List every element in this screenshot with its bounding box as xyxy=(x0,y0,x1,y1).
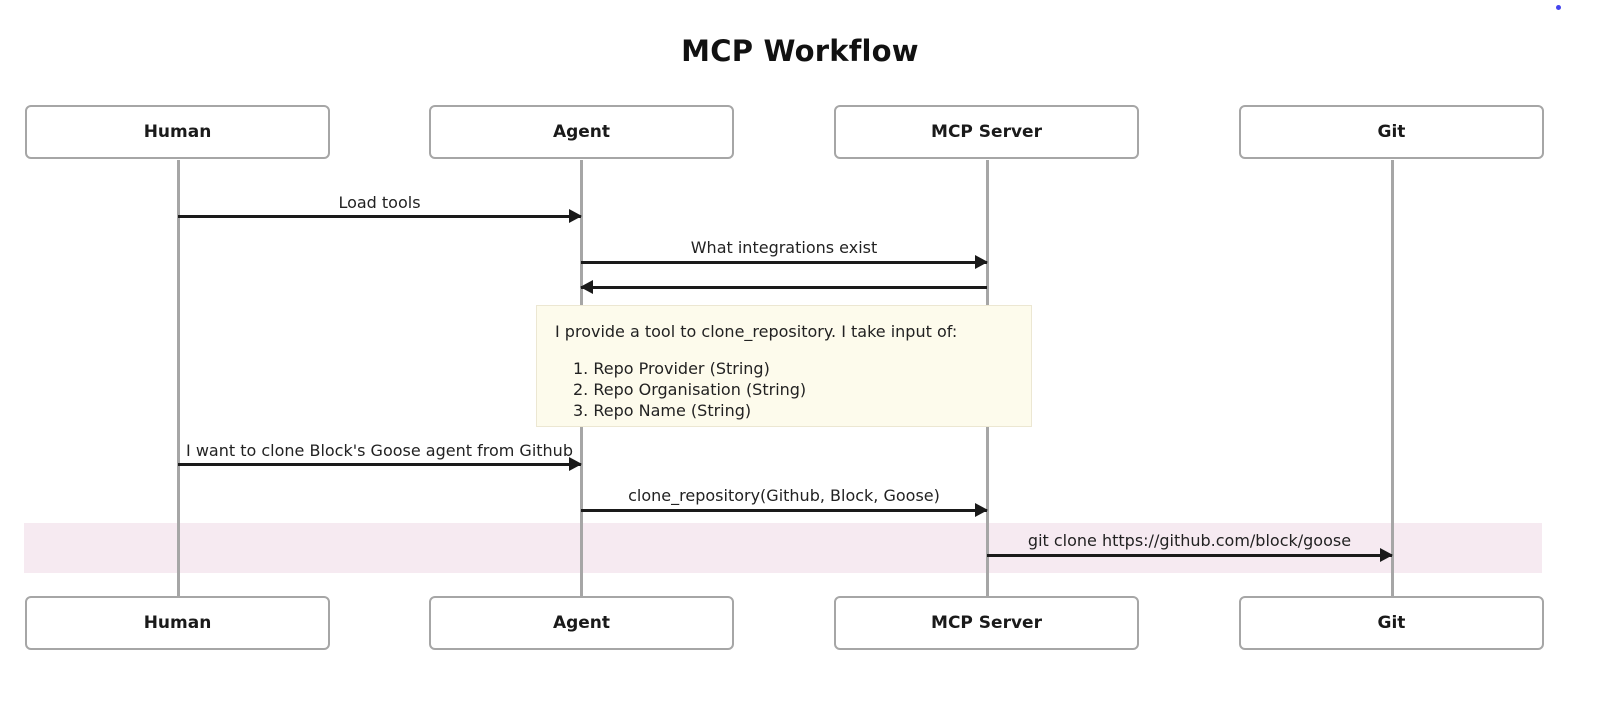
participant-mcp-server-top[interactable]: MCP Server xyxy=(834,105,1139,159)
artifact-dot xyxy=(1556,5,1561,10)
message-arrow-git-clone xyxy=(987,548,1393,562)
participant-human-top[interactable]: Human xyxy=(25,105,330,159)
note-list-item: 3. Repo Name (String) xyxy=(573,401,752,421)
participant-agent-bottom[interactable]: Agent xyxy=(429,596,734,650)
message-arrow-clone-request xyxy=(178,457,582,471)
participant-git-bottom[interactable]: Git xyxy=(1239,596,1544,650)
lifeline-git xyxy=(1391,160,1394,596)
arrowhead-right-icon xyxy=(975,503,988,517)
lifeline-human xyxy=(177,160,180,596)
message-arrow-clone-repository-call xyxy=(581,503,988,517)
note-list-item: 1. Repo Provider (String) xyxy=(573,359,770,378)
message-arrow-return-to-agent xyxy=(580,280,987,294)
participant-label: MCP Server xyxy=(931,613,1042,633)
note-heading: I provide a tool to clone_repository. I … xyxy=(555,322,958,341)
participant-git-top[interactable]: Git xyxy=(1239,105,1544,159)
participant-human-bottom[interactable]: Human xyxy=(25,596,330,650)
arrowhead-right-icon xyxy=(569,457,582,471)
note-clone-repository-tool: I provide a tool to clone_repository. I … xyxy=(536,305,1032,427)
arrowhead-right-icon xyxy=(1380,548,1393,562)
message-arrow-load-tools xyxy=(178,209,582,223)
message-label-what-integrations-exist: What integrations exist xyxy=(690,238,878,257)
message-label-load-tools: Load tools xyxy=(338,193,421,212)
note-list: 1. Repo Provider (String) 2. Repo Organi… xyxy=(555,358,1013,421)
participant-mcp-server-bottom[interactable]: MCP Server xyxy=(834,596,1139,650)
page-title: MCP Workflow xyxy=(681,34,919,68)
participant-label: MCP Server xyxy=(931,122,1042,142)
participant-label: Git xyxy=(1377,122,1406,142)
arrowhead-left-icon xyxy=(580,280,593,294)
message-label-clone-request: I want to clone Block's Goose agent from… xyxy=(186,441,573,460)
participant-label: Git xyxy=(1377,613,1406,633)
arrowhead-right-icon xyxy=(569,209,582,223)
message-label-git-clone: git clone https://github.com/block/goose xyxy=(1027,531,1352,550)
message-label-clone-repository-call: clone_repository(Github, Block, Goose) xyxy=(628,486,940,505)
message-arrow-what-integrations-exist xyxy=(581,255,988,269)
participant-label: Human xyxy=(143,122,212,142)
highlight-band xyxy=(24,523,1542,573)
participant-label: Agent xyxy=(552,613,611,633)
participant-label: Human xyxy=(143,613,212,633)
note-list-item: 2. Repo Organisation (String) xyxy=(573,380,807,400)
participant-label: Agent xyxy=(552,122,611,142)
participant-agent-top[interactable]: Agent xyxy=(429,105,734,159)
arrowhead-right-icon xyxy=(975,255,988,269)
